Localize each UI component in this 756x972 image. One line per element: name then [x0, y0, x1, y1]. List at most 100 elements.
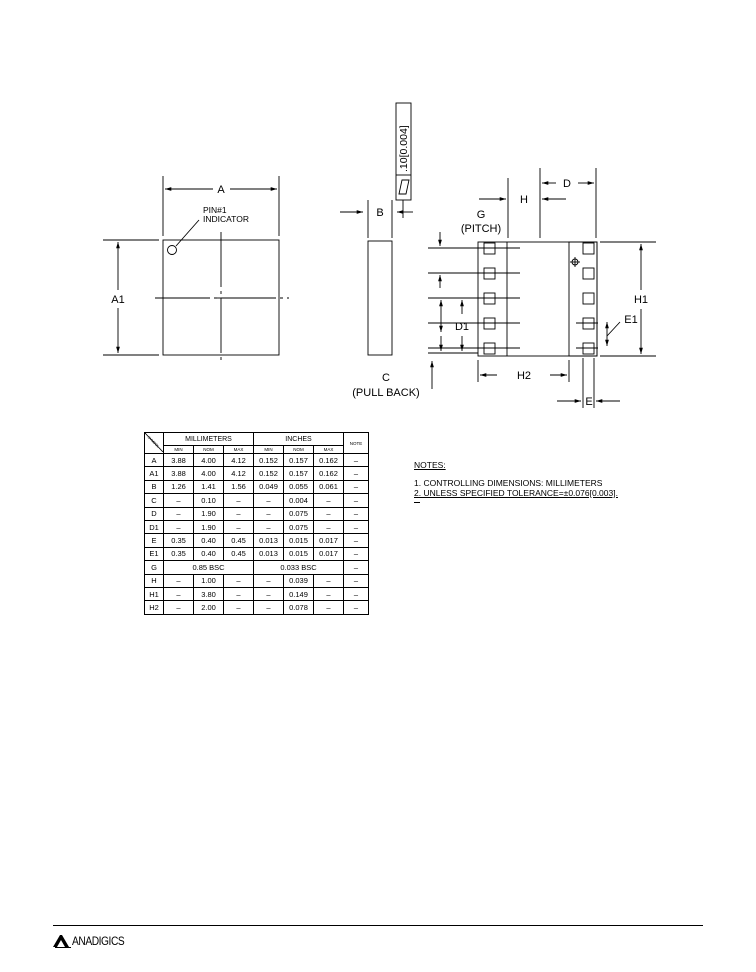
table-cell: – — [343, 573, 369, 588]
table-row: C–0.10––0.004–– — [144, 493, 369, 508]
table-cell: 0.017 — [313, 533, 344, 548]
table-cell: – — [223, 586, 254, 602]
table-cell: – — [223, 493, 254, 508]
table-cell: D1 — [144, 519, 164, 535]
pin1-indicator-dot — [167, 245, 177, 255]
table-cell: D — [144, 506, 164, 521]
pin1-leader — [175, 219, 200, 247]
table-cell: 0.162 — [313, 452, 344, 468]
table-cell: – — [253, 506, 284, 521]
label-pull-back: (PULL BACK) — [352, 387, 419, 399]
table-cell: A1 — [144, 466, 164, 481]
table-cell: 3.88 — [163, 466, 194, 481]
table-cell: – — [343, 466, 369, 481]
table-cell: – — [163, 586, 194, 602]
table-cell: 0.10 — [193, 493, 224, 508]
table-row: H–1.00––0.039–– — [144, 573, 369, 588]
table-cell: H1 — [144, 586, 164, 602]
label-dim-b: B — [376, 207, 383, 219]
table-cell: 3.80 — [193, 586, 224, 602]
flatness-symbol — [398, 179, 410, 195]
table-cell: 0.039 — [283, 573, 314, 588]
table-row: H1–3.80––0.149–– — [144, 586, 369, 602]
table-cell: 0.45 — [223, 546, 254, 562]
table-cell: – — [253, 600, 284, 615]
table-cell: 0.078 — [283, 600, 314, 615]
table-subheader: MAX — [223, 445, 254, 454]
logo-text: ANADIGICS — [72, 934, 125, 948]
label-dim-e1: E1 — [624, 314, 637, 326]
table-cell: 1.90 — [193, 519, 224, 535]
label-dim-g: G — [477, 209, 486, 221]
table-cell: C — [144, 493, 164, 508]
table-cell: – — [253, 586, 284, 602]
notes-header: NOTES: — [414, 460, 446, 470]
table-row: D–1.90––0.075–– — [144, 506, 369, 521]
label-dim-d1: D1 — [455, 321, 469, 333]
table-cell: H — [144, 573, 164, 588]
table-cell: – — [313, 573, 344, 588]
table-cell: E1 — [144, 546, 164, 562]
table-cell: 4.12 — [223, 466, 254, 481]
left-pads — [483, 242, 496, 355]
table-cell: 0.40 — [193, 533, 224, 548]
table-cell: 1.41 — [193, 479, 224, 495]
table-cell: 4.00 — [193, 466, 224, 481]
table-cell: – — [343, 560, 369, 575]
table-cell: 0.162 — [313, 466, 344, 481]
table-row: H2–2.00––0.078–– — [144, 600, 369, 615]
table-cell: 0.157 — [283, 466, 314, 481]
table-cell: – — [223, 600, 254, 615]
label-pin1: PIN#1 — [203, 205, 227, 215]
table-cell: 0.017 — [313, 546, 344, 562]
table-cell: 1.90 — [193, 506, 224, 521]
table-cell: 3.88 — [163, 452, 194, 468]
table-cell: 4.00 — [193, 452, 224, 468]
table-cell: 4.12 — [223, 452, 254, 468]
table-cell: 0.033 BSC — [253, 560, 344, 575]
footer-rule — [53, 925, 703, 926]
table-cell: A — [144, 452, 164, 468]
table-cell: – — [313, 600, 344, 615]
label-pitch: (PITCH) — [461, 223, 501, 235]
table-cell: 0.015 — [283, 546, 314, 562]
label-flatness: .10[0.004] — [398, 125, 410, 172]
table-cell: 0.013 — [253, 546, 284, 562]
table-cell: 0.061 — [313, 479, 344, 495]
table-cell: 0.013 — [253, 533, 284, 548]
table-corner-symbol: SYMBOL — [144, 432, 164, 454]
table-cell: – — [343, 452, 369, 468]
table-cell: – — [223, 519, 254, 535]
table-cell: – — [253, 573, 284, 588]
table-note-header: NOTE — [343, 432, 369, 454]
table-cell: – — [313, 493, 344, 508]
table-cell: – — [343, 586, 369, 602]
table-cell: 2.00 — [193, 600, 224, 615]
label-dim-h2: H2 — [517, 370, 531, 382]
table-cell: – — [313, 519, 344, 535]
table-subheader: NOM — [193, 445, 224, 454]
table-cell: – — [163, 519, 194, 535]
table-cell: 0.004 — [283, 493, 314, 508]
table-subheader: MIN — [163, 445, 194, 454]
table-cell: – — [313, 586, 344, 602]
table-cell: – — [343, 533, 369, 548]
bottom-view — [428, 168, 656, 408]
notes-block: NOTES: 1. CONTROLLING DIMENSIONS: MILLIM… — [414, 460, 618, 503]
table-subheader: MIN — [253, 445, 284, 454]
table-subheader: MAX — [313, 445, 344, 454]
table-cell: 0.075 — [283, 519, 314, 535]
table-cell: – — [223, 506, 254, 521]
bottom-view-body — [477, 241, 598, 357]
table-cell: – — [163, 506, 194, 521]
table-group-mm: MILLIMETERS — [163, 432, 254, 446]
table-subheader: NOM — [283, 445, 314, 454]
table-cell: 0.152 — [253, 452, 284, 468]
table-cell: 0.157 — [283, 452, 314, 468]
table-group-in: INCHES — [253, 432, 344, 446]
table-cell: 1.56 — [223, 479, 254, 495]
table-cell: – — [343, 479, 369, 495]
logo-mark-icon — [53, 934, 71, 948]
